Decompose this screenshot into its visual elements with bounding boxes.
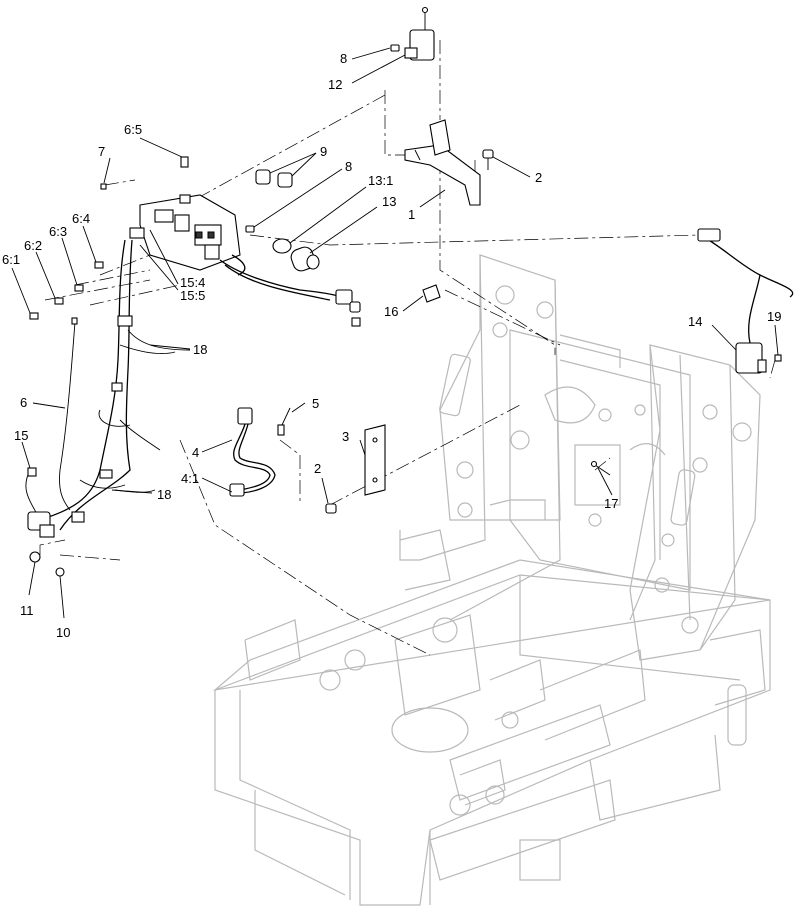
callout-8a: 8 <box>340 51 347 66</box>
part-7-screw <box>100 183 107 190</box>
callout-6-5: 6:5 <box>124 122 142 137</box>
callout-4: 4 <box>192 445 199 460</box>
chassis-frame-phantom <box>212 254 771 906</box>
part-8-screw-top <box>390 44 400 52</box>
part-17-fastener <box>590 460 611 476</box>
callout-14: 14 <box>688 314 702 329</box>
callout-6-3: 6:3 <box>49 224 67 239</box>
part-2-bolt-upper <box>482 149 494 170</box>
callout-7: 7 <box>98 144 105 159</box>
assembly-centerlines <box>39 40 776 656</box>
callout-15-5: 15:5 <box>180 288 205 303</box>
part-8-screw-lower <box>245 225 255 233</box>
callout-18a: 18 <box>193 342 207 357</box>
callout-3: 3 <box>342 429 349 444</box>
part-wire-harness <box>25 194 361 538</box>
callout-2a: 2 <box>535 170 542 185</box>
part-9-fuses <box>255 169 293 188</box>
part-15-sensor <box>27 467 37 477</box>
callout-17: 17 <box>604 496 618 511</box>
callout-6-2: 6:2 <box>24 238 42 253</box>
callout-10: 10 <box>56 625 70 640</box>
callout-2b: 2 <box>314 461 321 476</box>
part-4-hose <box>229 407 276 497</box>
part-6-terminals <box>29 261 104 320</box>
leader-lines <box>11 47 779 619</box>
callout-1: 1 <box>408 207 415 222</box>
part-5-connector <box>277 407 291 436</box>
part-2-bolt-lower <box>325 503 337 514</box>
callout-13-1: 13:1 <box>368 173 393 188</box>
part-12-switch <box>404 6 435 61</box>
callout-15: 15 <box>14 428 28 443</box>
callout-5: 5 <box>312 396 319 411</box>
part-6-5-terminal <box>180 156 189 168</box>
callout-6: 6 <box>20 395 27 410</box>
callout-19: 19 <box>767 309 781 324</box>
callout-15-4: 15:4 <box>180 275 205 290</box>
callout-6-1: 6:1 <box>2 252 20 267</box>
callout-labels: 8 12 1 2 6:5 9 8 13:1 13 7 6:4 6:3 6:2 6… <box>2 51 781 640</box>
callout-8b: 8 <box>345 159 352 174</box>
part-14-module <box>697 228 794 374</box>
part-18-ties <box>114 344 176 493</box>
callout-13: 13 <box>382 194 396 209</box>
part-6-wire <box>59 317 78 511</box>
callout-9: 9 <box>320 144 327 159</box>
part-1-bracket <box>404 119 481 206</box>
callout-12: 12 <box>328 77 342 92</box>
part-19-screw <box>774 354 782 362</box>
callout-6-4: 6:4 <box>72 211 90 226</box>
callout-18b: 18 <box>157 487 171 502</box>
part-16-clip <box>422 284 441 303</box>
part-10-11-hardware <box>29 551 65 577</box>
callout-11: 11 <box>20 603 34 618</box>
callout-4-1: 4:1 <box>181 471 199 486</box>
callout-16: 16 <box>384 304 398 319</box>
part-13-grommet <box>272 238 320 272</box>
part-3-plate <box>364 424 386 496</box>
